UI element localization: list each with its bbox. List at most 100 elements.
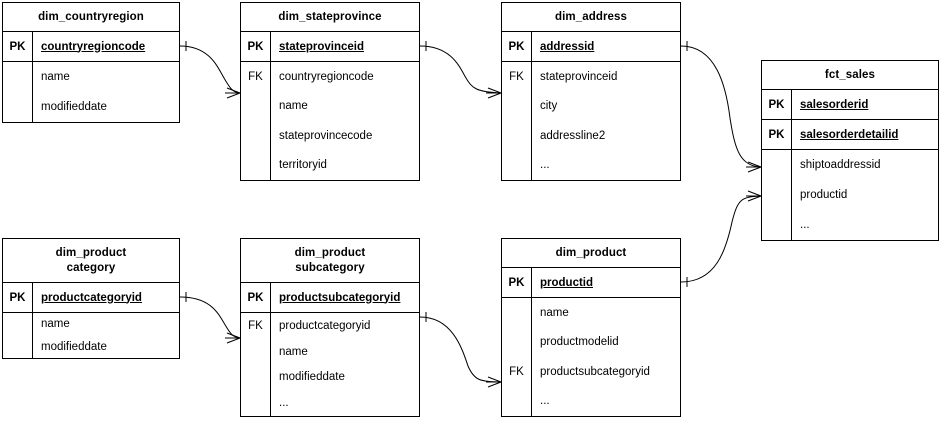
entity-title-line: dim_stateprovince xyxy=(278,10,382,23)
cardinality-many-crowfoot xyxy=(747,190,762,197)
attribute-name: salesorderdetailid xyxy=(800,128,899,141)
key-indicator: PK xyxy=(762,120,792,149)
relationship-address-to-fctsales[interactable] xyxy=(680,41,762,173)
key-indicator: PK xyxy=(502,268,532,297)
key-indicator: FK xyxy=(509,365,524,378)
key-indicator xyxy=(502,298,531,328)
relationship-line xyxy=(179,296,241,339)
key-indicator xyxy=(762,210,791,240)
attribute-column: name modifieddate xyxy=(33,313,179,358)
key-indicator xyxy=(241,390,270,416)
attribute-name: productcategoryid xyxy=(41,291,142,304)
attribute-name: modifieddate xyxy=(41,340,107,353)
entity-title-line: dim_countryregion xyxy=(38,10,144,23)
key-indicator xyxy=(762,150,791,180)
entity-title-line: category xyxy=(66,261,116,274)
entity-title-line: subcategory xyxy=(295,261,365,274)
key-indicator: PK xyxy=(502,32,532,61)
cardinality-many-crowfoot xyxy=(487,92,502,99)
attribute-name: modifieddate xyxy=(41,101,107,113)
attribute-block: name modifieddate xyxy=(3,313,179,358)
key-indicator xyxy=(3,313,32,336)
cardinality-many-crowfoot xyxy=(226,332,241,339)
entity-title-line: dim_product xyxy=(555,246,627,259)
relationship-countryregion-to-stateprovince[interactable] xyxy=(179,41,241,99)
key-column xyxy=(3,62,33,122)
key-indicator: PK xyxy=(241,283,271,312)
key-indicator xyxy=(502,387,531,417)
attribute-name: ... xyxy=(279,397,289,410)
cardinality-many-crowfoot xyxy=(487,87,502,94)
attribute-name: city xyxy=(540,100,558,113)
attribute-name: productmodelid xyxy=(540,336,619,349)
attribute-name: productid xyxy=(800,189,848,201)
cardinality-many-crowfoot xyxy=(747,195,762,202)
pk-row[interactable]: PK salesorderdetailid xyxy=(762,120,938,150)
attribute-name: name xyxy=(279,100,308,113)
attribute-name: productsubcategoryid xyxy=(540,365,650,378)
cardinality-many-crowfoot xyxy=(226,337,241,344)
key-indicator: PK xyxy=(3,283,33,312)
key-indicator xyxy=(502,92,531,122)
key-indicator: PK xyxy=(241,32,271,61)
key-indicator xyxy=(241,365,270,391)
relationship-subcategory-to-product[interactable] xyxy=(419,312,502,388)
key-indicator xyxy=(241,339,270,365)
attribute-name: name xyxy=(41,318,70,331)
relationship-line xyxy=(419,45,502,94)
relationship-line xyxy=(680,195,762,283)
relationship-line xyxy=(419,316,502,383)
cardinality-many-crowfoot xyxy=(747,161,762,168)
key-indicator xyxy=(241,151,270,181)
cardinality-many-crowfoot xyxy=(226,87,241,94)
attribute-name: productid xyxy=(540,276,594,289)
entity-title-dim_product: dim_product xyxy=(502,239,680,268)
key-indicator: FK xyxy=(509,70,524,83)
key-indicator xyxy=(241,121,270,151)
entity-title-line: fct_sales xyxy=(824,68,876,81)
key-column: FK xyxy=(241,62,271,180)
attribute-name: ... xyxy=(540,395,550,408)
key-column: FK xyxy=(502,298,532,416)
attribute-name: name xyxy=(279,345,308,358)
key-indicator xyxy=(502,328,531,358)
attribute-name: addressline2 xyxy=(540,129,606,142)
relationship-stateprovince-to-address[interactable] xyxy=(419,41,502,99)
relationship-productcategory-to-subcategory[interactable] xyxy=(179,292,241,344)
key-indicator xyxy=(3,92,32,122)
key-indicator xyxy=(502,121,531,151)
cardinality-many-crowfoot xyxy=(487,376,502,383)
key-indicator: FK xyxy=(248,319,263,332)
pk-row[interactable]: PK productcategoryid xyxy=(3,283,179,313)
key-column: FK xyxy=(241,313,271,416)
key-indicator xyxy=(241,92,270,122)
relationship-line xyxy=(179,45,241,94)
entity-title-line: dim_address xyxy=(554,10,628,23)
pk-row[interactable]: PK productid xyxy=(502,268,680,298)
relationship-product-to-fctsales[interactable] xyxy=(680,190,762,287)
attribute-name: stateprovincecode xyxy=(279,129,373,142)
attribute-name: salesorderid xyxy=(800,98,869,111)
key-indicator xyxy=(502,151,531,181)
